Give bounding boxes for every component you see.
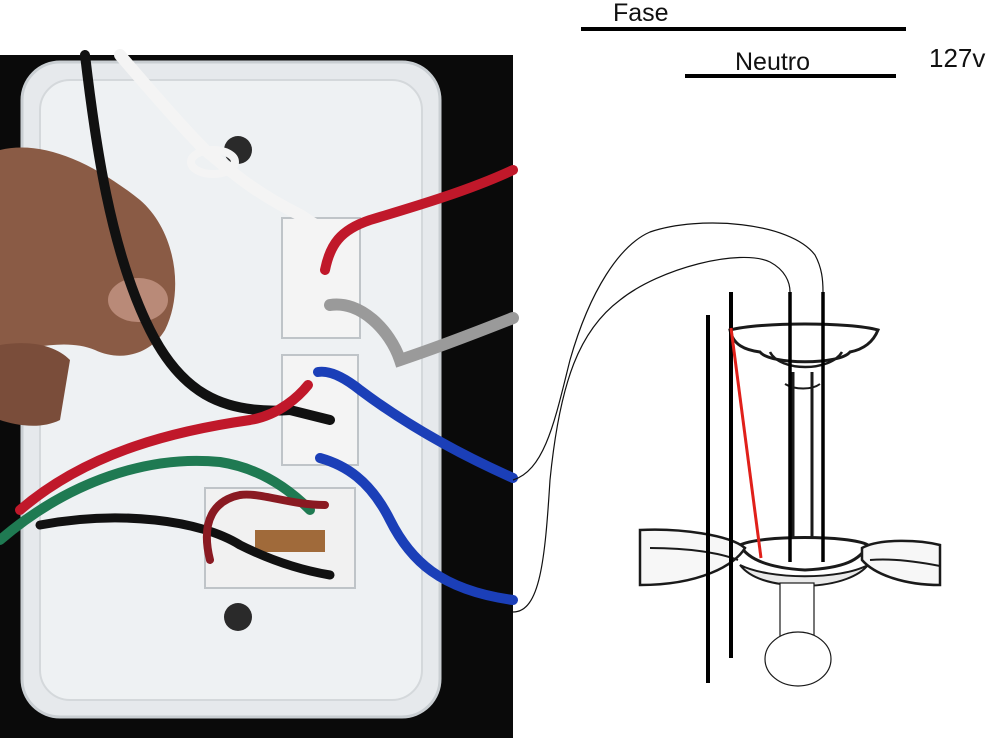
- connection-wires: [512, 222, 824, 613]
- ceiling-fan-icon: [638, 322, 942, 687]
- voltage-label: 127v: [929, 43, 985, 73]
- wire-to-fan-right: [512, 222, 824, 481]
- lamp-bulb-icon: [764, 631, 832, 687]
- switch-plate-photo: [0, 49, 519, 738]
- supply-lines: [581, 27, 906, 78]
- wire-to-fan-left: [512, 256, 791, 613]
- red-jumper-line: [729, 327, 763, 559]
- phase-label: Fase: [613, 0, 669, 27]
- fan-wiring: [706, 292, 825, 683]
- neutral-label: Neutro: [735, 48, 810, 76]
